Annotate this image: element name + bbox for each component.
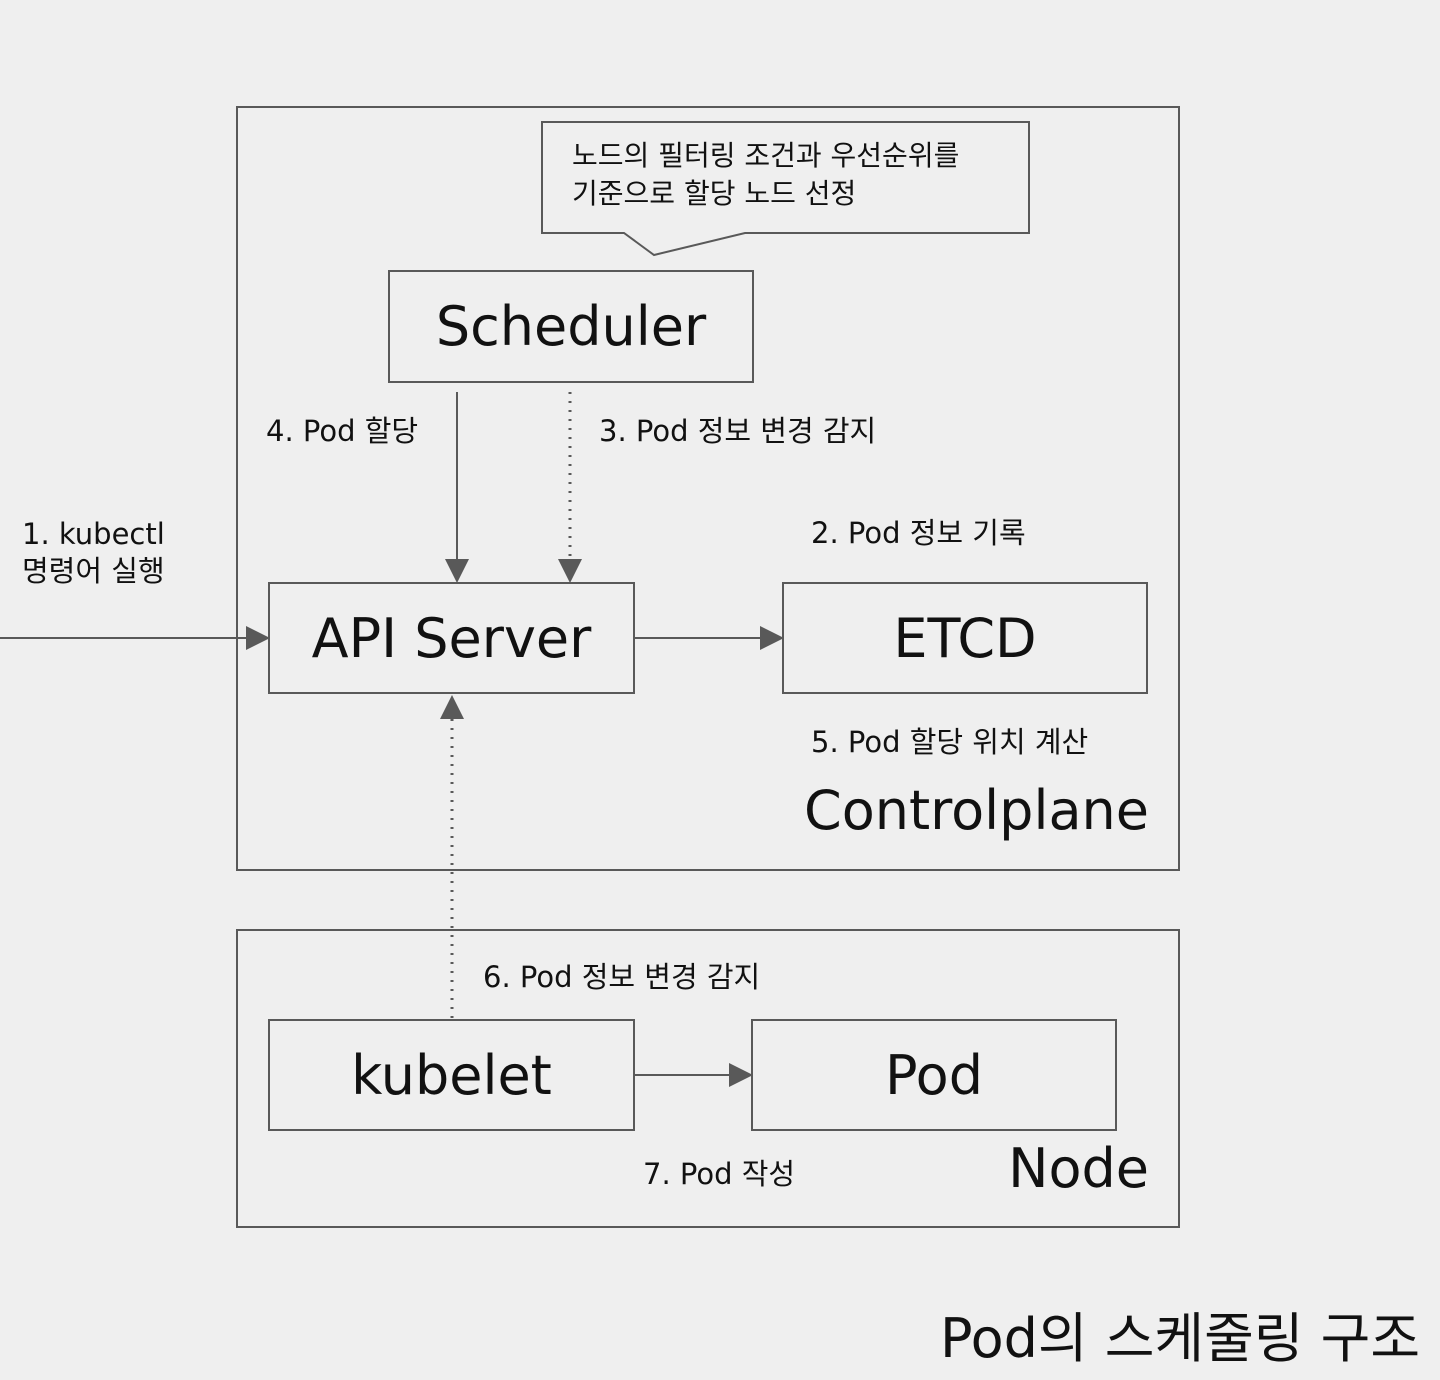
- controlplane-frame: [236, 106, 1180, 871]
- pod-label: Pod: [885, 1043, 983, 1107]
- node-frame: [236, 929, 1180, 1228]
- pod-box: Pod: [751, 1019, 1117, 1131]
- scheduler-label: Scheduler: [435, 295, 707, 358]
- step-7-label: 7. Pod 작성: [643, 1157, 796, 1191]
- step-6-label: 6. Pod 정보 변경 감지: [483, 960, 761, 994]
- diagram-title: Pod의 스케줄링 구조: [939, 1307, 1420, 1370]
- step-4-label: 4. Pod 할당: [266, 414, 419, 448]
- api-server-box: API Server: [268, 582, 635, 694]
- etcd-label: ETCD: [893, 606, 1037, 670]
- callout-bubble: [541, 121, 1030, 257]
- callout-line-1: 노드의 필터링 조건과 우선순위를: [572, 139, 960, 172]
- step-3-label: 3. Pod 정보 변경 감지: [599, 414, 877, 448]
- callout-line-2: 기준으로 할당 노드 선정: [572, 177, 857, 210]
- callout-text: 노드의 필터링 조건과 우선순위를 기준으로 할당 노드 선정: [572, 137, 959, 213]
- kubelet-label: kubelet: [351, 1043, 552, 1107]
- scheduler-box: Scheduler: [388, 270, 754, 383]
- step-1-line-2: 명령어 실행: [22, 554, 165, 588]
- step-1-label: 1. kubectl 명령어 실행: [22, 516, 165, 590]
- step-1-line-1: 1. kubectl: [22, 517, 165, 551]
- node-label: Node: [1008, 1137, 1149, 1200]
- kubelet-box: kubelet: [268, 1019, 635, 1131]
- controlplane-label: Controlplane: [803, 779, 1149, 842]
- step-2-label: 2. Pod 정보 기록: [811, 516, 1026, 550]
- api-server-label: API Server: [311, 606, 592, 670]
- etcd-box: ETCD: [782, 582, 1148, 694]
- step-5-label: 5. Pod 할당 위치 계산: [811, 725, 1089, 759]
